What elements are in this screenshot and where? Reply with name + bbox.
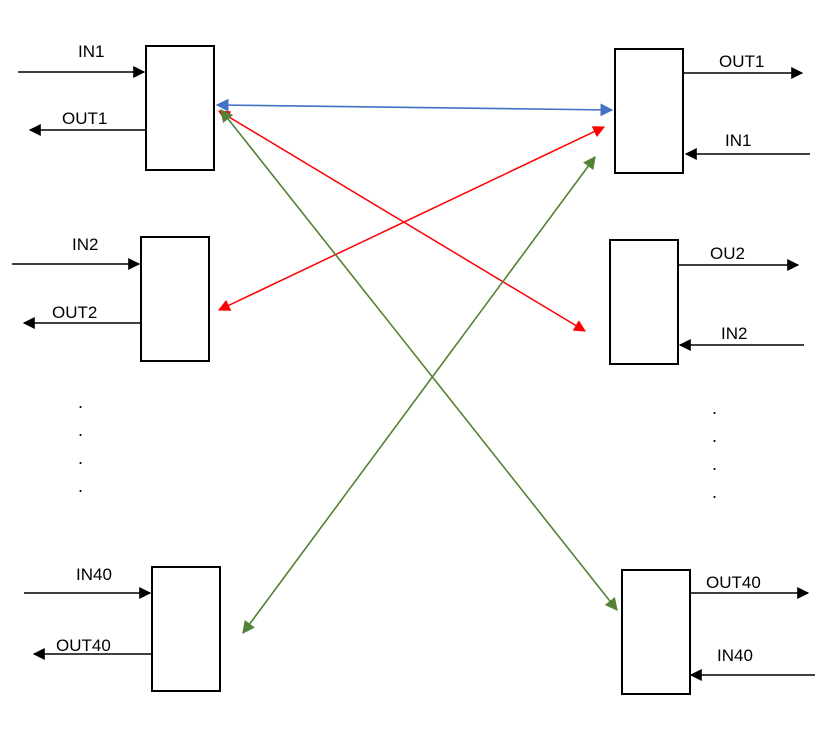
left-out40-label: OUT40 <box>56 636 111 655</box>
right-port-40-box <box>621 569 691 695</box>
right-ellipsis: . . . . <box>712 398 717 502</box>
left-ellipsis-dot-3: . <box>78 448 83 468</box>
left-in40-label: IN40 <box>76 565 112 584</box>
left-in2-label: IN2 <box>72 235 98 254</box>
right-port-2: OU2 IN2 <box>609 239 804 365</box>
right-port-1: OUT1 IN1 <box>614 48 810 174</box>
link-left1-right1 <box>215 98 614 117</box>
left-ellipsis-dot-4: . <box>78 476 83 496</box>
right-ellipsis-dot-3: . <box>712 454 717 474</box>
left-port-1: IN1 OUT1 <box>18 42 215 171</box>
left-port-1-box <box>145 45 215 171</box>
left-ellipsis: . . . . <box>78 392 83 496</box>
left-out1-label: OUT1 <box>62 109 107 128</box>
link-left1-right2 <box>217 110 587 332</box>
left-out2-label: OUT2 <box>52 303 97 322</box>
left-port-40: IN40 OUT40 <box>24 565 221 692</box>
right-in2-label: IN2 <box>721 324 747 343</box>
right-ellipsis-dot-1: . <box>712 398 717 418</box>
right-out1-label: OUT1 <box>719 52 764 71</box>
left-port-2: IN2 OUT2 <box>12 235 210 362</box>
right-port-1-box <box>614 48 684 174</box>
left-ellipsis-dot-1: . <box>78 392 83 412</box>
left-port-2-box <box>140 236 210 362</box>
right-ellipsis-dot-2: . <box>712 426 717 446</box>
left-in1-label: IN1 <box>78 42 104 61</box>
left-ellipsis-dot-2: . <box>78 420 83 440</box>
left-port-40-box <box>151 566 221 692</box>
right-in1-label: IN1 <box>725 131 751 150</box>
link-left1-right40 <box>220 108 618 612</box>
link-left2-right1 <box>217 126 606 311</box>
right-port-40: OUT40 IN40 <box>621 569 815 695</box>
link-left40-right1 <box>242 155 596 635</box>
right-in40-label: IN40 <box>717 646 753 665</box>
right-ou2-label: OU2 <box>710 244 745 263</box>
right-out40-label: OUT40 <box>706 573 761 592</box>
right-port-2-box <box>609 239 679 365</box>
right-ellipsis-dot-4: . <box>712 482 717 502</box>
